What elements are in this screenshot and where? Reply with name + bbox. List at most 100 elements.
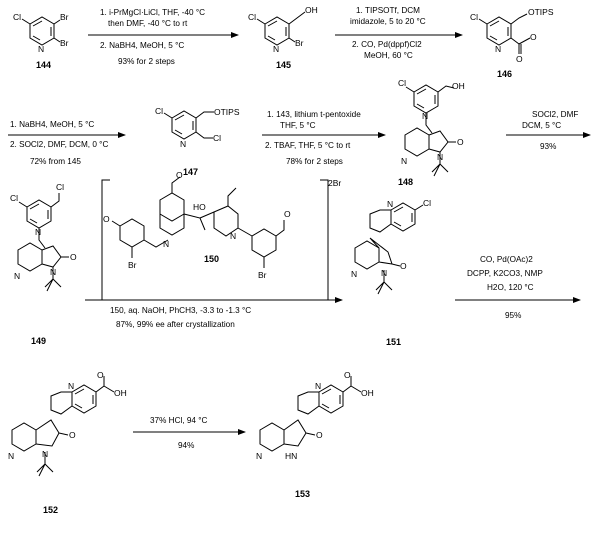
step7-line3: H2O, 120 °C <box>487 283 534 292</box>
step7-line2: DCPP, K2CO3, NMP <box>467 269 543 278</box>
atom-n: N <box>180 139 186 149</box>
atom-n: N <box>68 381 74 391</box>
step8-yield: 94% <box>178 441 194 450</box>
atom-n: N <box>422 111 428 121</box>
atom-n: N <box>401 156 407 166</box>
atom-br: Br <box>295 38 304 48</box>
step3-yield: 72% from 145 <box>30 157 81 166</box>
structure-147: Cl OTIPS Cl N 147 <box>155 106 240 177</box>
atom-n: N <box>42 449 48 459</box>
atom-cl: Cl <box>398 78 406 88</box>
structure-151: Cl N N N O 151 <box>351 198 431 347</box>
step1-line1: 1. i-PrMgCl·LiCl, THF, -40 °C <box>100 8 205 17</box>
atom-hn: HN <box>285 451 297 461</box>
catalyst-150: 2Br O O HO N N Br Br O 150 <box>101 170 341 301</box>
step7-line1: CO, Pd(OAc)2 <box>480 255 533 264</box>
atom-n: N <box>495 44 501 54</box>
atom-n: N <box>14 271 20 281</box>
atom-n: N <box>315 381 321 391</box>
atom-o: O <box>344 370 351 380</box>
structure-144: Cl Br Br N 144 <box>13 12 69 70</box>
atom-o: O <box>69 430 76 440</box>
atom-br: Br <box>258 270 267 280</box>
atom-oh: OH <box>361 388 374 398</box>
atom-cl: Cl <box>10 193 18 203</box>
atom-n: N <box>35 227 41 237</box>
structure-148: Cl OH N N N O 148 <box>398 78 465 187</box>
atom-oh: OH <box>114 388 127 398</box>
atom-n: N <box>273 44 279 54</box>
step3-line1: 1. NaBH4, MeOH, 5 °C <box>10 120 94 129</box>
step1-line2: then DMF, -40 °C to rt <box>108 19 188 28</box>
step5-line2: DCM, 5 °C <box>522 121 561 130</box>
structure-153: O OH N N HN O 153 <box>256 370 374 499</box>
step4-line2: THF, 5 °C <box>280 121 316 130</box>
atom-o: O <box>103 214 110 224</box>
atom-o: O <box>516 54 523 64</box>
atom-cl: Cl <box>470 12 478 22</box>
step6-yield: 87%, 99% ee after crystallization <box>116 320 235 329</box>
counter-ion: 2Br <box>328 178 341 188</box>
atom-otips: OTIPS <box>214 107 240 117</box>
atom-n-plus: N <box>230 231 236 241</box>
atom-cl: Cl <box>13 12 21 22</box>
atom-br: Br <box>60 12 69 22</box>
step5-yield: 93% <box>540 142 556 151</box>
atom-o: O <box>457 137 464 147</box>
compound-145-label: 145 <box>276 60 291 70</box>
step4-yield: 78% for 2 steps <box>286 157 343 166</box>
step5-line1: SOCl2, DMF <box>532 110 578 119</box>
atom-cl: Cl <box>155 106 163 116</box>
step8-line1: 37% HCl, 94 °C <box>150 416 208 425</box>
atom-n: N <box>381 268 387 278</box>
atom-otips: OTIPS <box>528 7 554 17</box>
atom-n: N <box>256 451 262 461</box>
step2-line1: 1. TIPSOTf, DCM <box>356 6 420 15</box>
atom-n: N <box>8 451 14 461</box>
step4-line3: 2. TBAF, THF, 5 °C to rt <box>265 141 351 150</box>
atom-n: N <box>50 267 56 277</box>
atom-o: O <box>530 32 537 42</box>
compound-144-label: 144 <box>36 60 51 70</box>
atom-o: O <box>176 170 183 180</box>
step1-line3: 2. NaBH4, MeOH, 5 °C <box>100 41 184 50</box>
atom-oh: OH <box>305 5 318 15</box>
step4-line1: 1. 143, lithium t-pentoxide <box>267 110 361 119</box>
step2-line4: MeOH, 60 °C <box>364 51 413 60</box>
atom-cl: Cl <box>248 12 256 22</box>
atom-br: Br <box>128 260 137 270</box>
compound-152-label: 152 <box>43 505 58 515</box>
compound-146-label: 146 <box>497 69 512 79</box>
atom-ho: HO <box>193 202 206 212</box>
compound-149-label: 149 <box>31 336 46 346</box>
structure-145: Cl OH Br N 145 <box>248 5 318 70</box>
compound-147-label: 147 <box>183 167 198 177</box>
structure-146: Cl OTIPS O O N 146 <box>470 7 554 79</box>
compound-153-label: 153 <box>295 489 310 499</box>
atom-br: Br <box>60 38 69 48</box>
compound-151-label: 151 <box>386 337 401 347</box>
compound-148-label: 148 <box>398 177 413 187</box>
step2-line3: 2. CO, Pd(dppf)Cl2 <box>352 40 422 49</box>
atom-n: N <box>437 152 443 162</box>
step3-line2: 2. SOCl2, DMF, DCM, 0 °C <box>10 140 108 149</box>
atom-n: N <box>351 269 357 279</box>
structure-149: Cl Cl N N N O 149 <box>10 182 77 346</box>
atom-cl: Cl <box>56 182 64 192</box>
atom-n: N <box>387 199 393 209</box>
atom-o: O <box>70 252 77 262</box>
atom-o: O <box>284 209 291 219</box>
atom-n: N <box>38 44 44 54</box>
atom-cl: Cl <box>213 133 221 143</box>
atom-cl: Cl <box>423 198 431 208</box>
step2-line2: imidazole, 5 to 20 °C <box>350 17 426 26</box>
atom-n-plus: N <box>163 239 169 249</box>
step7-yield: 95% <box>505 311 521 320</box>
atom-o: O <box>400 261 407 271</box>
atom-o: O <box>97 370 104 380</box>
compound-150-label: 150 <box>204 254 219 264</box>
step1-yield: 93% for 2 steps <box>118 57 175 66</box>
atom-oh: OH <box>452 81 465 91</box>
step6-line1: 150, aq. NaOH, PhCH3, -3.3 to -1.3 °C <box>110 306 251 315</box>
